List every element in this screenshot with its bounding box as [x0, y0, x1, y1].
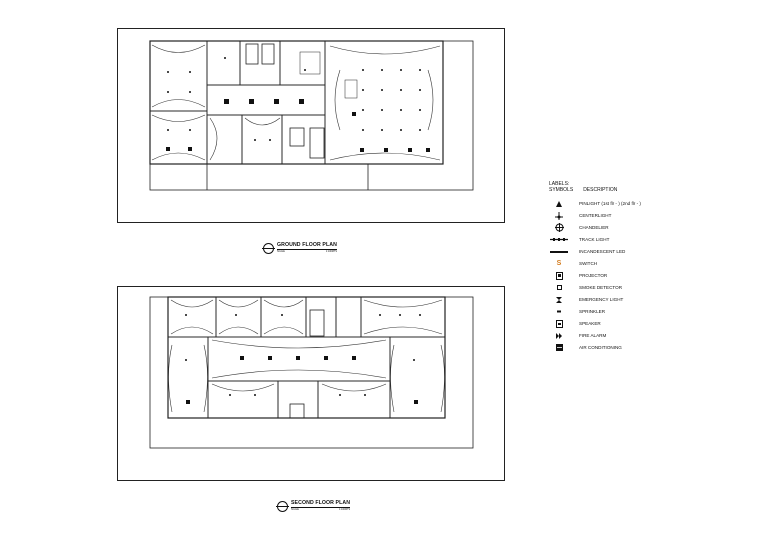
legend-heading: LABELS:	[549, 181, 570, 187]
legend-item: S SWITCH	[549, 259, 689, 268]
symbol-legend: LABELS: SYMBOLS DESCRIPTION PINLIGHT (1s…	[549, 181, 641, 351]
track-light-icon	[549, 237, 569, 242]
legend-col-symbols: SYMBOLS	[549, 187, 574, 193]
legend-item: CENTERLIGHT	[549, 211, 689, 220]
scale-value: 1:100MTS	[325, 250, 337, 254]
chandelier-icon	[549, 223, 569, 232]
centerlight-icon	[549, 211, 569, 220]
legend-item: TRACK LIGHT	[549, 235, 689, 244]
fire-alarm-icon	[549, 332, 569, 339]
smoke-detector-icon	[549, 285, 569, 290]
air-conditioning-icon	[549, 344, 569, 351]
legend-item: INCANDESCENT LED	[549, 247, 689, 256]
second-floor-sheet	[117, 286, 505, 481]
speaker-icon	[549, 319, 569, 328]
ground-floor-title: GROUND FLOOR PLAN SCALE 1:100MTS	[262, 243, 337, 254]
legend-item: SPEAKER	[549, 319, 689, 328]
legend-item: AIR CONDITIONING	[549, 343, 689, 352]
legend-col-description: DESCRIPTION	[583, 187, 618, 193]
scale-label: SCALE	[277, 250, 285, 254]
scale-value: 1:100MTS	[339, 508, 351, 512]
incandescent-led-icon	[549, 250, 569, 254]
drawing-title: SECOND FLOOR PLAN	[291, 501, 351, 509]
ground-floor-sheet	[117, 28, 505, 223]
legend-item: FIRE ALARM	[549, 331, 689, 340]
legend-item: SPRINKLER	[549, 307, 689, 316]
section-marker-icon	[262, 243, 275, 254]
legend-item: PROJECTOR	[549, 271, 689, 280]
legend-item: SMOKE DETECTOR	[549, 283, 689, 292]
projector-icon	[549, 271, 569, 280]
switch-icon: S	[556, 260, 562, 267]
pinlight-icon	[549, 200, 569, 207]
section-marker-icon	[276, 501, 289, 512]
emergency-light-icon	[549, 296, 569, 303]
scale-label: SCALE	[291, 508, 299, 512]
sprinkler-icon	[549, 310, 569, 313]
second-floor-title: SECOND FLOOR PLAN SCALE 1:100MTS	[276, 501, 351, 512]
drawing-title: GROUND FLOOR PLAN	[277, 243, 337, 251]
legend-item: CHANDELIER	[549, 223, 689, 232]
legend-item: PINLIGHT (1st flr - ) (2nd flr - )	[549, 199, 689, 208]
legend-item: EMERGENCY LIGHT	[549, 295, 689, 304]
